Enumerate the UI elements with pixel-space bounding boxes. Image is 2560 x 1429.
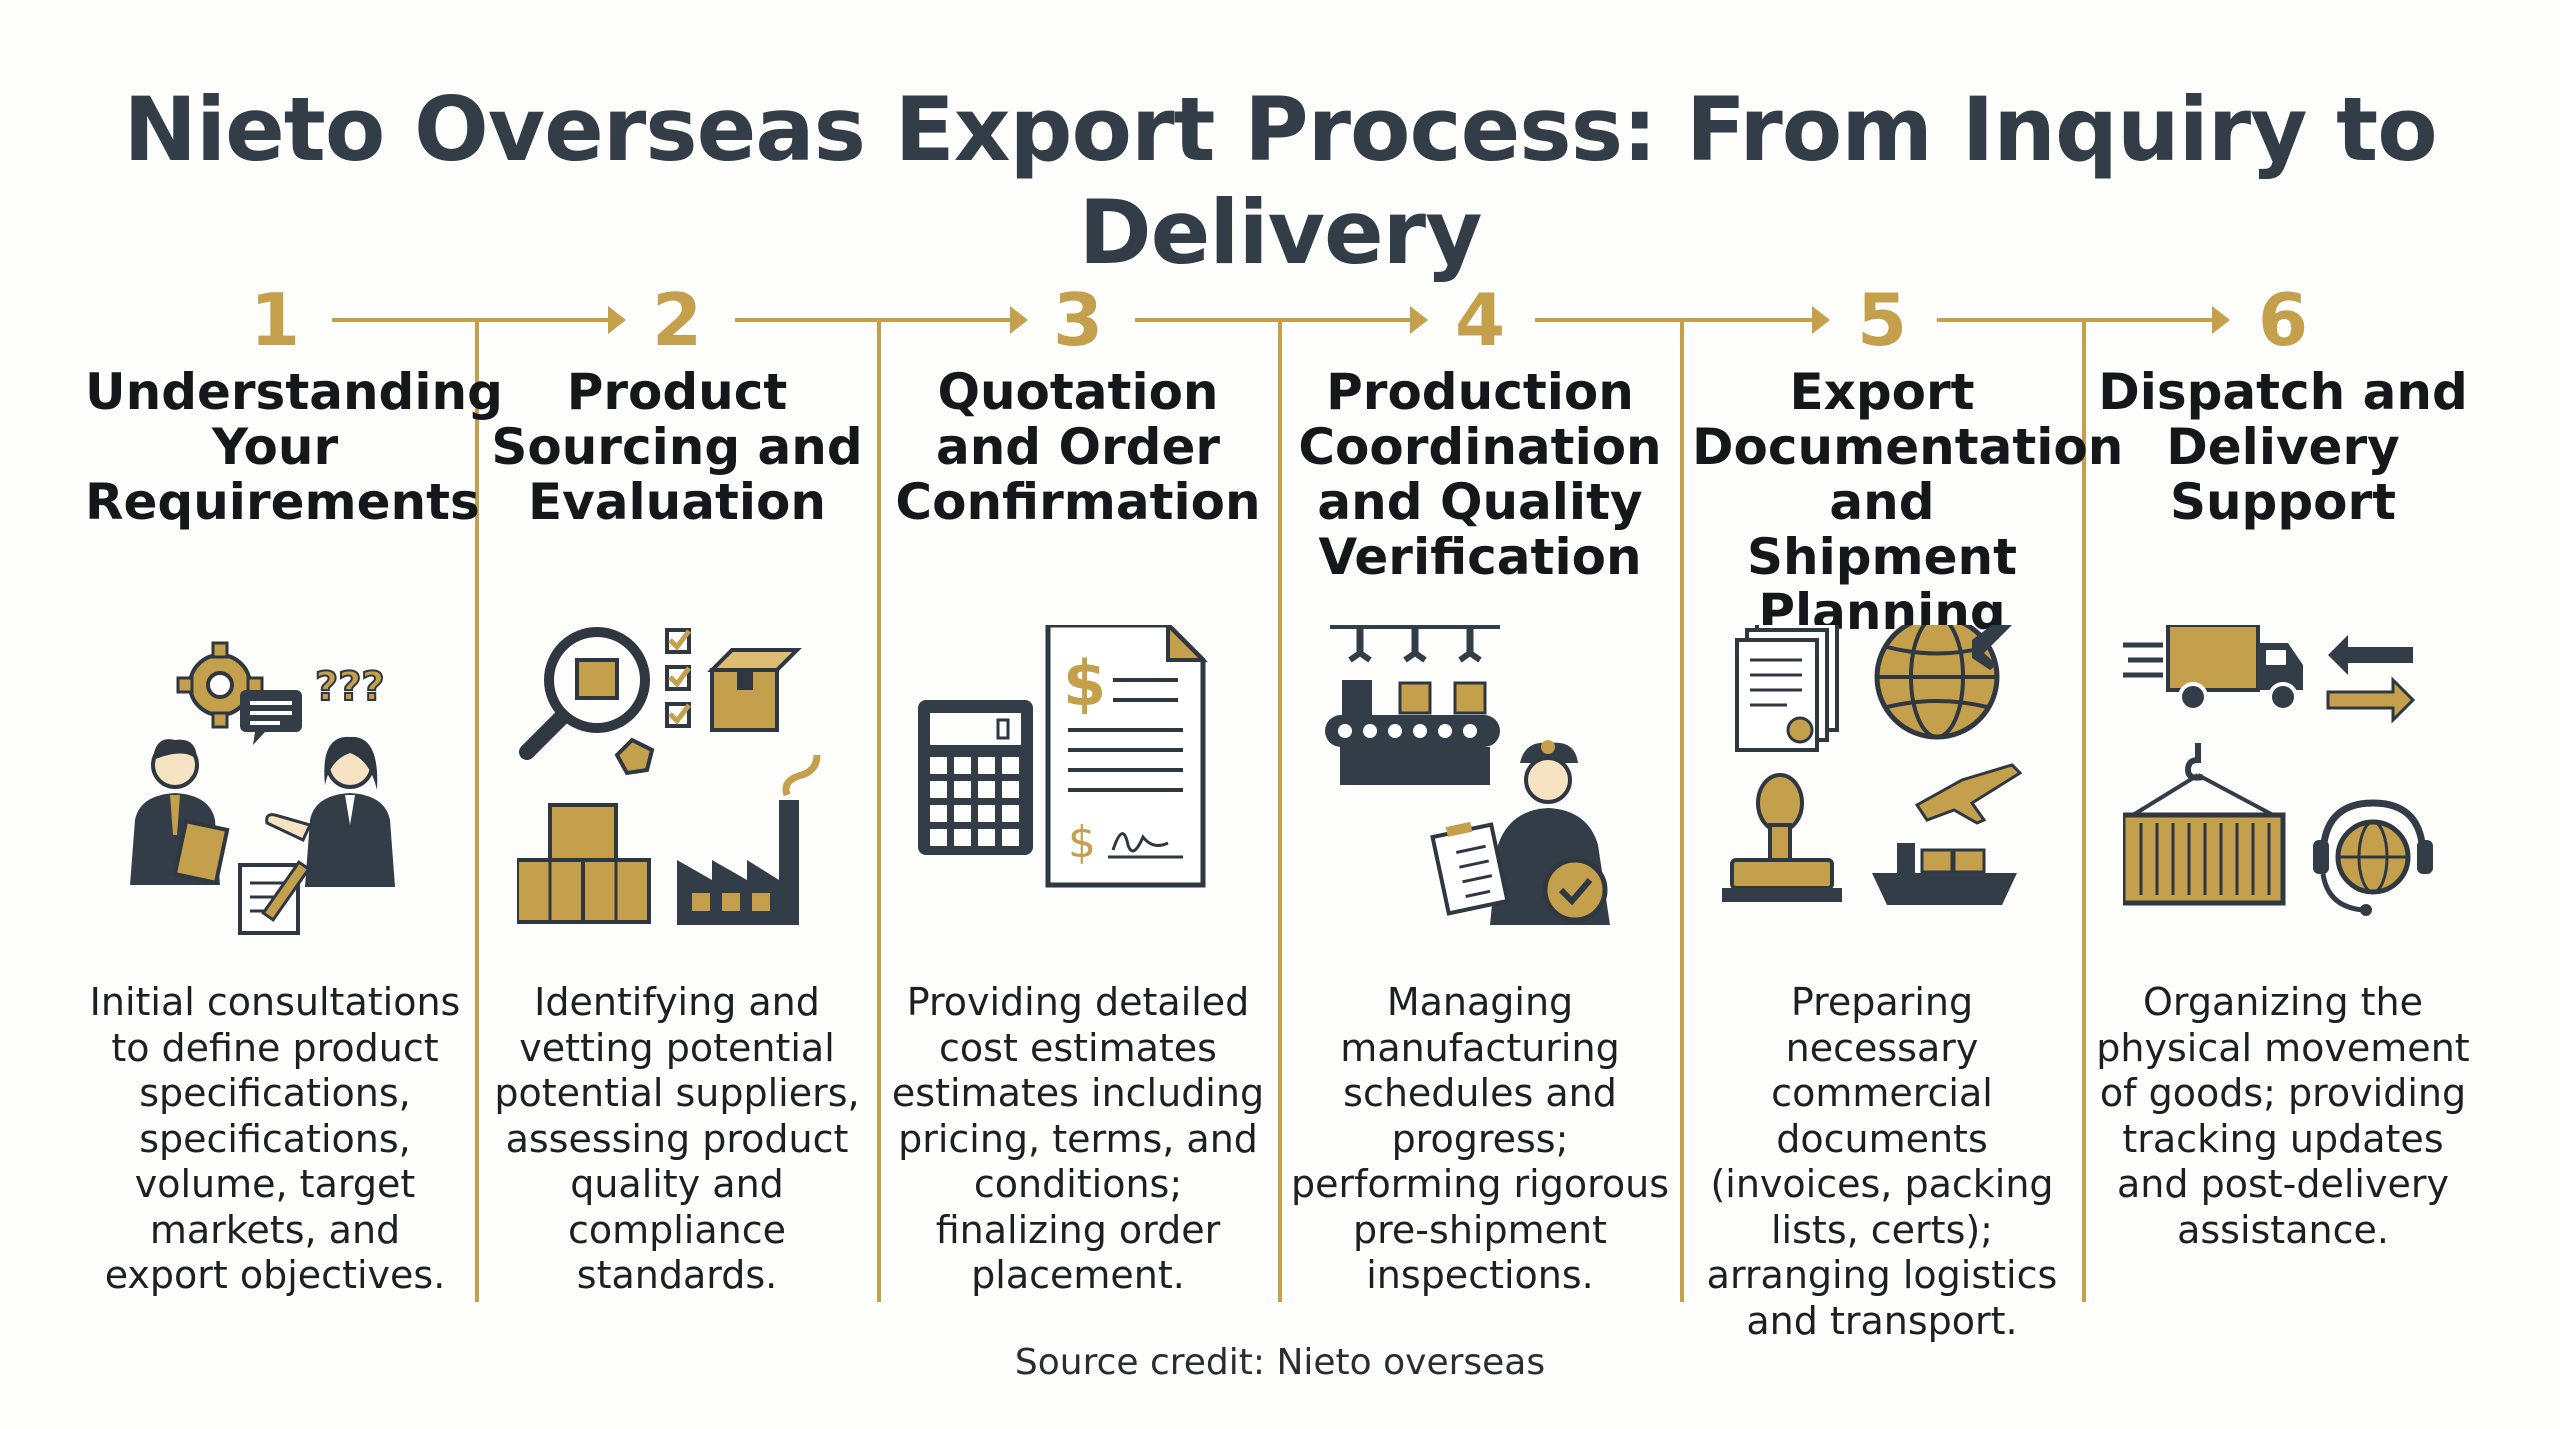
step-2-illustration bbox=[515, 625, 837, 945]
exchange-arrows-icon bbox=[2326, 635, 2416, 724]
step-description: Identifying and vetting potential potent… bbox=[494, 980, 860, 1297]
step-title: Product Sourcing and Evaluation bbox=[491, 363, 863, 531]
person-left bbox=[130, 739, 230, 886]
step-3-illustration: $ $ bbox=[918, 620, 1238, 945]
step-description: Initial consultations to define product … bbox=[89, 980, 461, 1297]
svg-text:$: $ bbox=[1063, 647, 1106, 720]
column-divider bbox=[2082, 318, 2086, 1302]
step-5-illustration bbox=[1722, 610, 2042, 945]
step-description: Preparing necessary commercial documents… bbox=[1706, 980, 2058, 1343]
factory-icon bbox=[677, 754, 821, 925]
documents-icon bbox=[1735, 618, 1839, 752]
stacked-boxes-icon bbox=[515, 803, 651, 924]
calculator-icon bbox=[918, 700, 1033, 855]
source-credit: Source credit: Nieto overseas bbox=[1014, 1342, 1546, 1383]
support-globe-headset-icon bbox=[2313, 799, 2433, 916]
arrowhead-icon bbox=[608, 306, 626, 334]
column-divider bbox=[475, 318, 479, 1302]
step-1: 1 Understanding Your Requirements bbox=[85, 275, 503, 1297]
assembly-line-icon bbox=[1325, 615, 1500, 785]
step-number: 1 bbox=[249, 278, 301, 362]
step-title: Export Documentation and Shipment Planni… bbox=[1692, 363, 2124, 641]
checklist-icon bbox=[665, 628, 691, 728]
gear-icon bbox=[176, 641, 264, 729]
person-right bbox=[265, 736, 395, 887]
step-number: 3 bbox=[1052, 278, 1104, 362]
step-number: 2 bbox=[651, 278, 703, 362]
step-title: Quotation and Order Confirmation bbox=[895, 363, 1261, 531]
arrowhead-icon bbox=[1410, 306, 1428, 334]
step-description: Organizing the physical movement of good… bbox=[2096, 980, 2470, 1252]
step-6-illustration bbox=[2120, 623, 2443, 945]
page-title: Nieto Overseas Export Process: From Inqu… bbox=[123, 78, 2437, 284]
invoice-document-icon: $ $ bbox=[1045, 620, 1208, 888]
inspector-clipboard-icon bbox=[1430, 740, 1610, 925]
step-title: Dispatch and Delivery Support bbox=[2098, 363, 2468, 531]
arrowhead-icon bbox=[1812, 306, 1830, 334]
question-marks-icon: ??? bbox=[315, 664, 385, 710]
column-divider bbox=[1278, 318, 1282, 1302]
step-6: 6 Dispatch and Delivery Support bbox=[2093, 275, 2473, 1252]
delivery-truck-icon bbox=[2123, 623, 2303, 712]
step-description: Providing detailed cost estimates estima… bbox=[891, 980, 1265, 1297]
step-title: Understanding Your Requirements bbox=[85, 363, 503, 531]
step-2: 2 Product Sourcing and Evaluation bbox=[487, 275, 867, 1297]
column-divider bbox=[877, 318, 881, 1302]
step-4-illustration bbox=[1320, 615, 1640, 945]
magnifier-box-icon bbox=[519, 627, 655, 776]
cargo-ship-plane-icon bbox=[1872, 763, 2023, 905]
step-1-illustration: ??? bbox=[115, 625, 435, 945]
globe-plane-icon bbox=[1874, 610, 2020, 740]
step-description: Managing manufacturing schedules and pro… bbox=[1290, 980, 1670, 1297]
arrowhead-icon bbox=[2212, 306, 2230, 334]
step-number: 4 bbox=[1454, 278, 1506, 362]
shipping-container-icon bbox=[2120, 743, 2286, 906]
step-3: 3 Quotation and Order Confirmation $ $ bbox=[888, 275, 1268, 1297]
step-title: Production Coordination and Quality Veri… bbox=[1298, 363, 1662, 586]
step-4: 4 Production Coordination and Quality Ve… bbox=[1290, 275, 1670, 1297]
notepad-pencil-icon bbox=[238, 860, 311, 935]
consultation-people-icon: ??? bbox=[130, 641, 395, 935]
column-divider bbox=[1680, 318, 1684, 1302]
step-5: 5 Export Documentation and Shipment Plan… bbox=[1692, 275, 2124, 1343]
rubber-stamp-icon bbox=[1722, 773, 1842, 902]
chat-bubble-icon bbox=[240, 690, 302, 745]
arrowhead-icon bbox=[1010, 306, 1028, 334]
svg-text:$: $ bbox=[1068, 817, 1096, 868]
box-icon bbox=[707, 648, 802, 732]
step-number: 5 bbox=[1856, 278, 1908, 362]
step-number: 6 bbox=[2257, 278, 2309, 362]
